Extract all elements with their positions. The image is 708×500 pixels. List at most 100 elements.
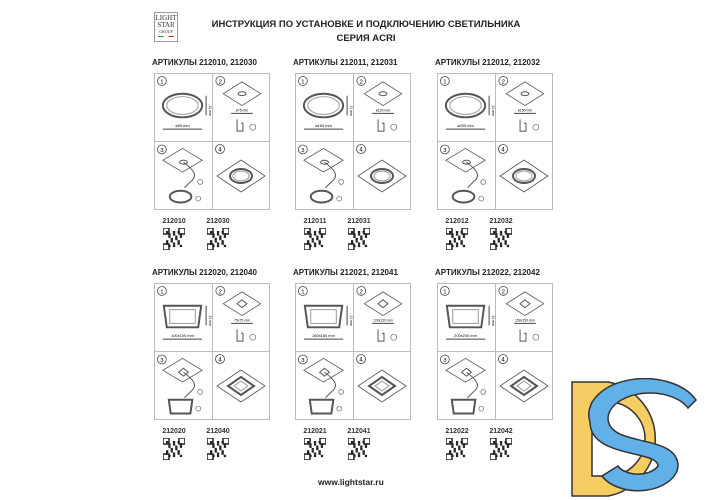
cutout-label: ø150 mm (518, 108, 533, 112)
step-4-installed: 4 (213, 142, 269, 209)
step-2-cutout: 2 ø75 mm (213, 74, 269, 142)
svg-text:4: 4 (359, 358, 363, 364)
website-link[interactable]: www.lightstar.ru (318, 477, 384, 487)
svg-text:2: 2 (360, 79, 363, 85)
step-1-dimensions: 1 ø90 mm 21 mm (155, 74, 213, 142)
svg-text:3: 3 (160, 148, 164, 154)
svg-text:2: 2 (219, 79, 222, 85)
article-title: АРТИКУЛЫ 212012, 212032 (435, 58, 540, 67)
instruction-grid: 1 200x200 mm 21 mm 2 150x150 mm 3 4 (437, 283, 553, 420)
qr-code[interactable] (445, 227, 469, 251)
title-line: ИНСТРУКЦИЯ ПО УСТАНОВКЕ И ПОДКЛЮЧЕНИЮ СВ… (211, 19, 521, 30)
qr-code[interactable] (162, 437, 186, 461)
cutout-label: 150x150 mm (515, 318, 535, 322)
step-1-dimensions: 1 200x200 mm 21 mm (438, 284, 496, 352)
instruction-grid: 1 100x100 mm 21 mm 2 75x75 mm 3 4 (154, 283, 270, 420)
instruction-grid: 1 ø160 mm 21 mm 2 ø120 mm 3 4 (295, 73, 411, 210)
height-label: 21 mm (491, 106, 495, 117)
step-2-cutout: 2 ø150 mm (496, 74, 552, 142)
article-title: АРТИКУЛЫ 212021, 212041 (293, 268, 398, 277)
instruction-grid: 1 ø90 mm 21 mm 2 ø75 mm 3 4 (154, 73, 270, 210)
article-code: 212032 (489, 218, 513, 225)
height-label: 21 mm (349, 106, 353, 117)
step-1-dimensions: 1 ø160 mm 21 mm (296, 74, 354, 142)
svg-text:2: 2 (502, 289, 505, 295)
svg-text:4: 4 (218, 358, 222, 364)
step-4-installed: 4 (496, 142, 552, 209)
diameter-label: ø200 mm (457, 123, 474, 128)
document-title: ИНСТРУКЦИЯ ПО УСТАНОВКЕ И ПОДКЛЮЧЕНИЮ СВ… (196, 18, 536, 46)
qr-code[interactable] (162, 227, 186, 251)
svg-text:1: 1 (301, 79, 304, 85)
qr-code[interactable] (206, 227, 230, 251)
step-1-dimensions: 1 160x160 mm 21 mm (296, 284, 354, 352)
cutout-label: 75x75 mm (234, 318, 250, 322)
article-code: 212042 (489, 428, 513, 435)
article-code: 212041 (347, 428, 371, 435)
logo-flag (158, 36, 174, 37)
step-3-wiring: 3 (155, 142, 213, 209)
article-code: 212010 (162, 218, 186, 225)
svg-text:1: 1 (443, 79, 446, 85)
step-2-cutout: 2 75x75 mm (213, 284, 269, 352)
instruction-grid: 1 ø200 mm 21 mm 2 ø150 mm 3 4 (437, 73, 553, 210)
qr-code[interactable] (347, 437, 371, 461)
logo-line: LIGHT (155, 14, 177, 22)
diameter-label: ø160 mm (315, 123, 332, 128)
svg-text:1: 1 (443, 289, 446, 295)
svg-text:2: 2 (360, 289, 363, 295)
step-3-wiring: 3 (296, 352, 354, 419)
height-label: 21 mm (208, 106, 212, 117)
step-1-dimensions: 1 100x100 mm 21 mm (155, 284, 213, 352)
qr-code[interactable] (303, 437, 327, 461)
qr-code[interactable] (303, 227, 327, 251)
article-code: 212021 (303, 428, 327, 435)
height-label: 21 mm (208, 316, 212, 327)
step-3-wiring: 3 (296, 142, 354, 209)
svg-text:1: 1 (160, 289, 163, 295)
article-title: АРТИКУЛЫ 212022, 212042 (435, 268, 540, 277)
diameter-label: ø90 mm (175, 123, 190, 128)
svg-text:3: 3 (443, 148, 447, 154)
qr-code[interactable] (489, 227, 513, 251)
svg-text:4: 4 (501, 148, 505, 154)
cutout-label: 120x120 mm (373, 318, 393, 322)
ds-watermark-logo (571, 378, 697, 497)
step-3-wiring: 3 (438, 352, 496, 419)
step-3-wiring: 3 (438, 142, 496, 209)
svg-text:2: 2 (219, 289, 222, 295)
step-2-cutout: 2 150x150 mm (496, 284, 552, 352)
svg-text:4: 4 (218, 148, 222, 154)
step-4-installed: 4 (496, 352, 552, 419)
svg-text:3: 3 (160, 358, 164, 364)
cutout-label: ø120 mm (376, 108, 391, 112)
svg-text:4: 4 (501, 358, 505, 364)
article-title: АРТИКУЛЫ 212010, 212030 (152, 58, 257, 67)
article-code: 212030 (206, 218, 230, 225)
qr-code[interactable] (206, 437, 230, 461)
qr-code[interactable] (489, 437, 513, 461)
diameter-label: 200x200 mm (454, 333, 477, 338)
article-code: 212022 (445, 428, 469, 435)
svg-text:3: 3 (301, 148, 305, 154)
height-label: 21 mm (491, 316, 495, 327)
qr-code[interactable] (347, 227, 371, 251)
article-title: АРТИКУЛЫ 212020, 212040 (152, 268, 257, 277)
step-2-cutout: 2 ø120 mm (354, 74, 410, 142)
height-label: 21 mm (349, 316, 353, 327)
article-code: 212011 (303, 218, 327, 225)
svg-text:1: 1 (160, 79, 163, 85)
qr-code[interactable] (445, 437, 469, 461)
logo-line: GROUP (159, 29, 173, 34)
step-2-cutout: 2 120x120 mm (354, 284, 410, 352)
svg-text:3: 3 (443, 358, 447, 364)
cutout-label: ø75 mm (236, 108, 249, 112)
step-4-installed: 4 (354, 352, 410, 419)
step-1-dimensions: 1 ø200 mm 21 mm (438, 74, 496, 142)
step-4-installed: 4 (213, 352, 269, 419)
step-4-installed: 4 (354, 142, 410, 209)
article-title: АРТИКУЛЫ 212011, 212031 (293, 58, 398, 67)
svg-text:2: 2 (502, 79, 505, 85)
lightstar-logo: LIGHT STAR GROUP (154, 12, 178, 42)
series-line: СЕРИЯ ACRI (336, 33, 396, 44)
